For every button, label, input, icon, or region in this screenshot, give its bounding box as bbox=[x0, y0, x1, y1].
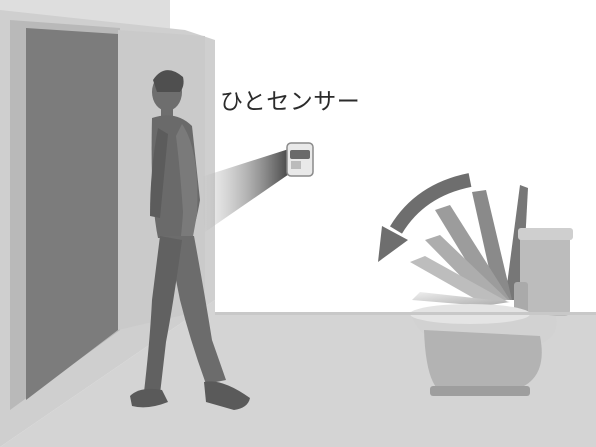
sensor-label: ひとセンサー bbox=[220, 82, 360, 116]
human-sensor-icon bbox=[287, 143, 313, 176]
floor-edge bbox=[215, 312, 596, 315]
